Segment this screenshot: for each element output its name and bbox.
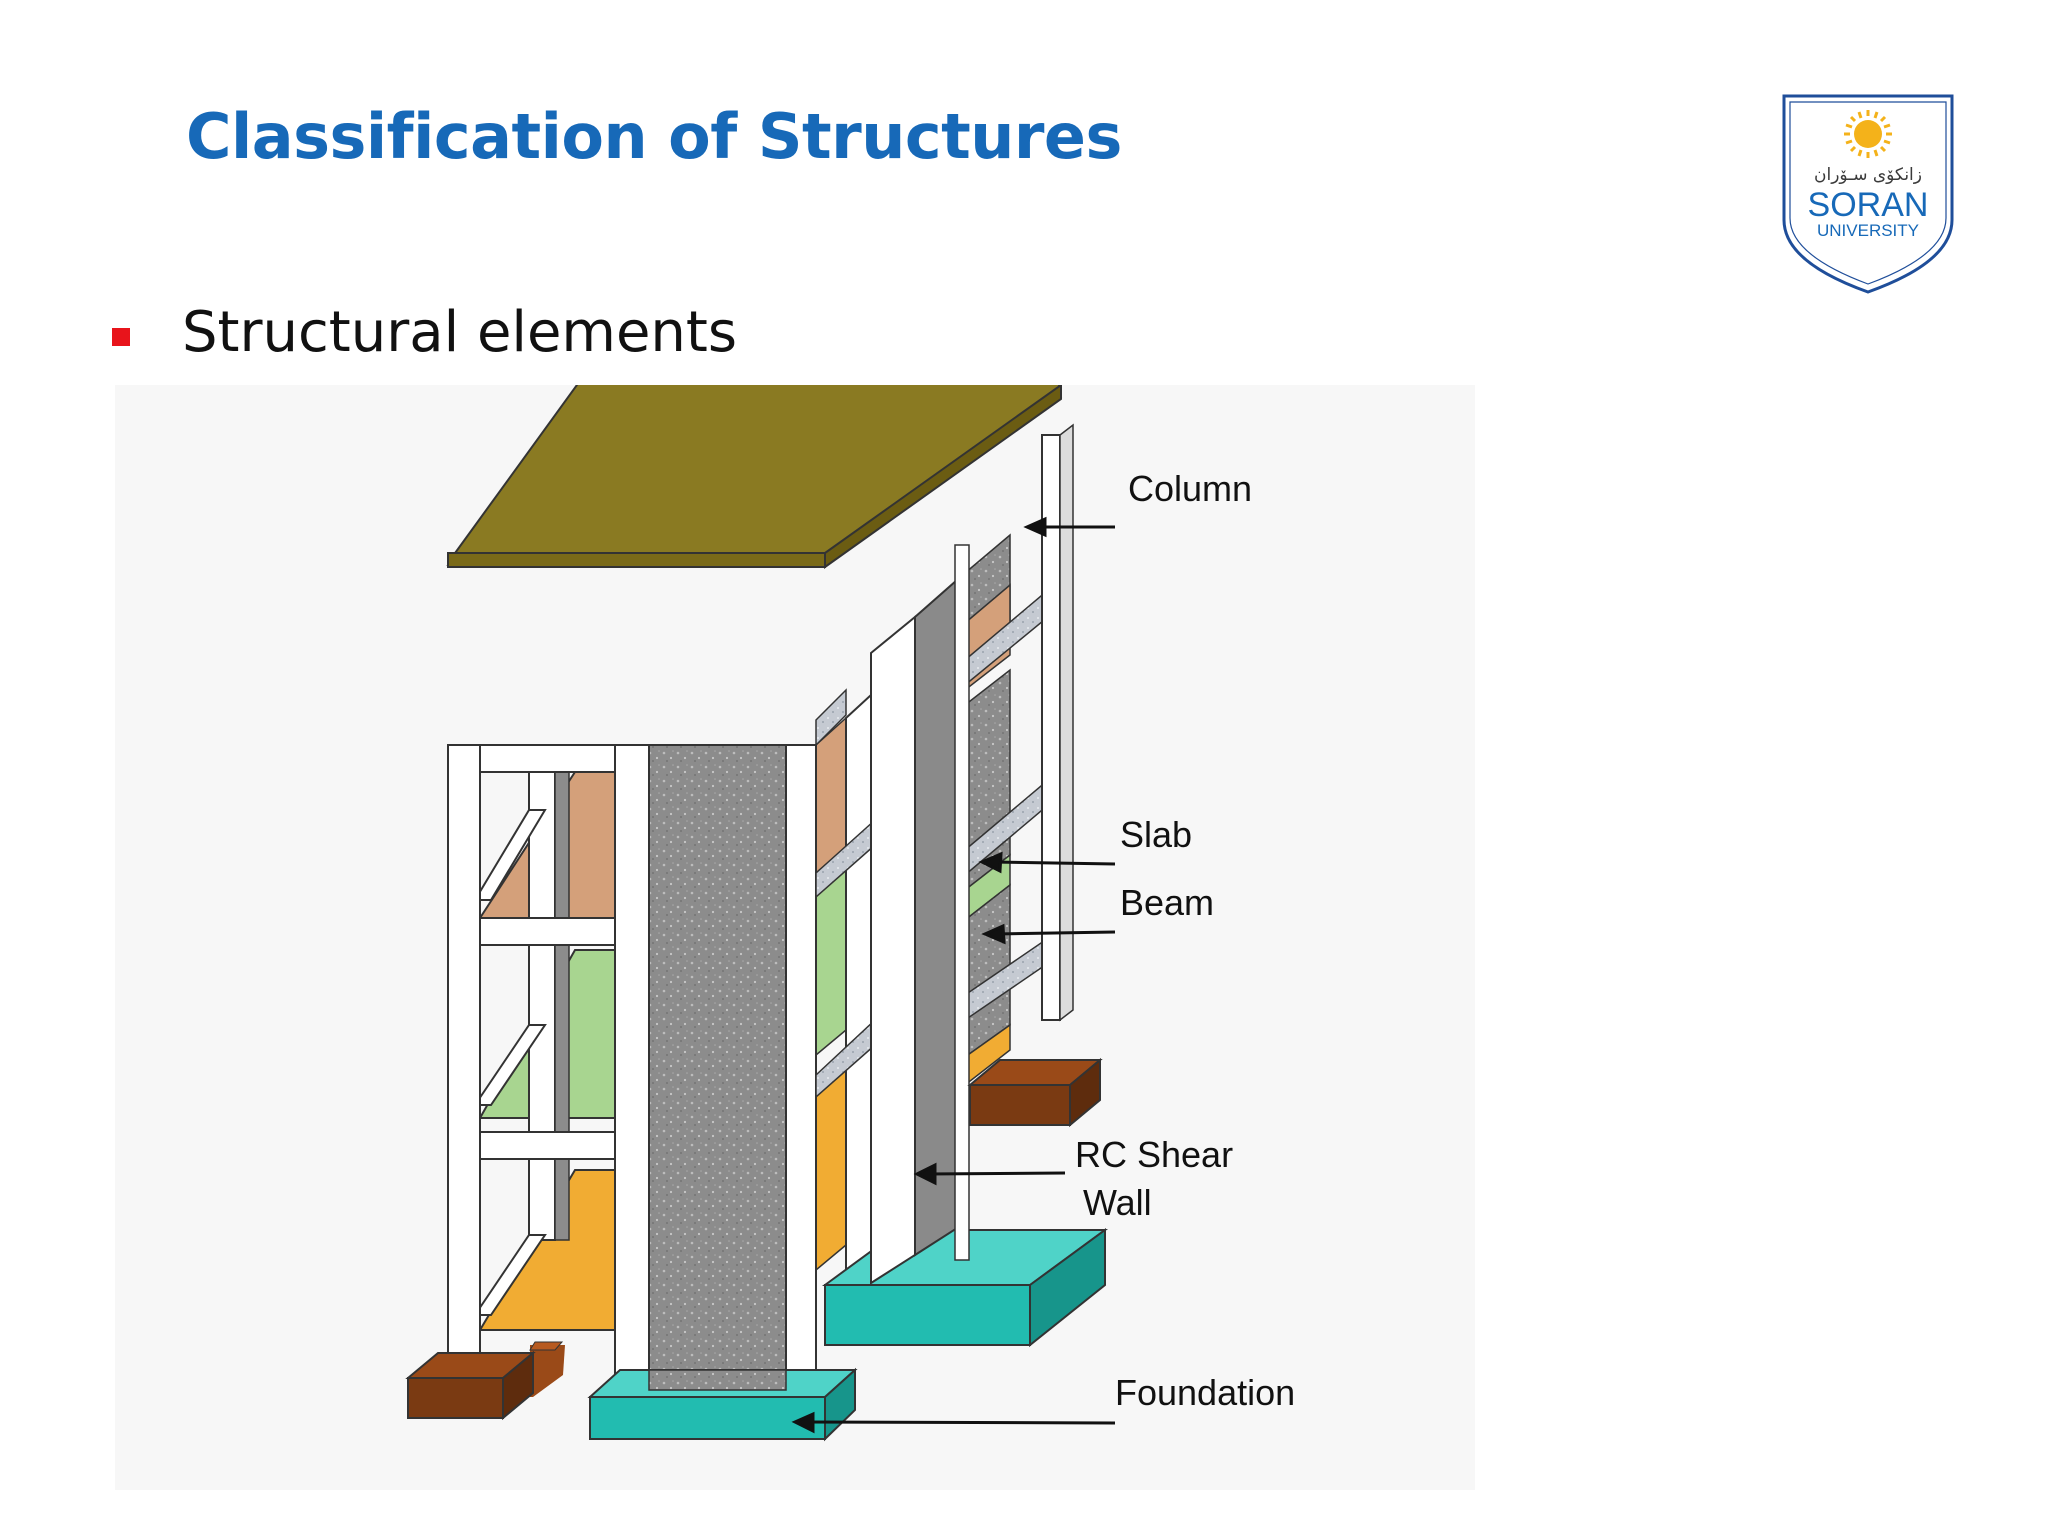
footing-front-left [408, 1342, 565, 1418]
logo-subtitle: UNIVERSITY [1817, 221, 1919, 240]
shear-wall-front [615, 745, 786, 1385]
label-slab: Slab [1120, 814, 1192, 855]
logo-arabic-text: زانكۆی سـۆران [1814, 165, 1922, 185]
bullet-text: Structural elements [182, 300, 737, 365]
soran-university-logo: زانكۆی سـۆران SORAN UNIVERSITY [1780, 92, 1956, 296]
slabs-right-bay [816, 718, 846, 1270]
label-wall: Wall [1083, 1182, 1152, 1223]
shear-wall-right [871, 573, 965, 1283]
label-beam: Beam [1120, 882, 1214, 923]
foundation-front-center [590, 1370, 855, 1439]
label-foundation: Foundation [1115, 1372, 1295, 1413]
slide-title: Classification of Structures [186, 100, 1122, 173]
logo-name: SORAN [1808, 186, 1929, 224]
back-left-columns [529, 770, 569, 1240]
roof-slab [448, 385, 1061, 567]
structural-elements-diagram: Column Slab Beam RC Shear Wall Foundatio… [115, 385, 1475, 1490]
bullet-marker [112, 328, 130, 346]
label-rc-shear: RC Shear [1075, 1134, 1233, 1175]
footing-back-right [970, 1060, 1100, 1125]
label-column: Column [1128, 468, 1252, 509]
